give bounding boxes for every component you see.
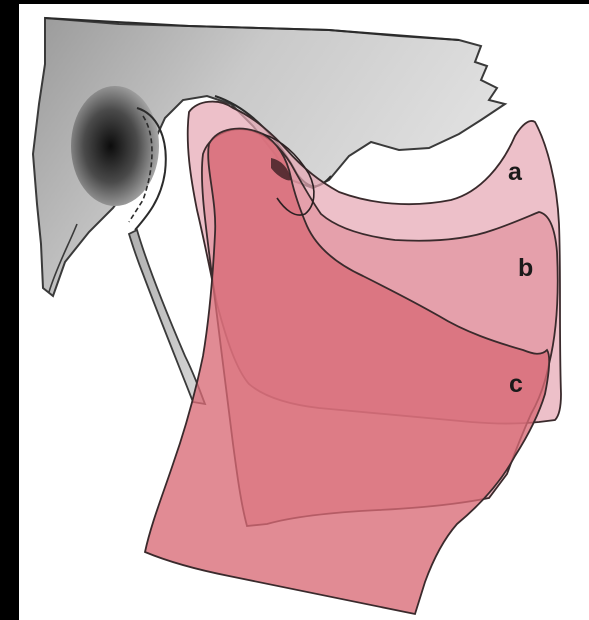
styloid-process: [129, 230, 205, 404]
label-c: c: [509, 372, 523, 397]
external-acoustic-meatus: [71, 86, 159, 206]
jaw-movement-diagram: [19, 4, 589, 620]
label-a: a: [508, 160, 522, 185]
label-b: b: [518, 256, 533, 281]
figure-panel: a b c: [19, 4, 589, 620]
